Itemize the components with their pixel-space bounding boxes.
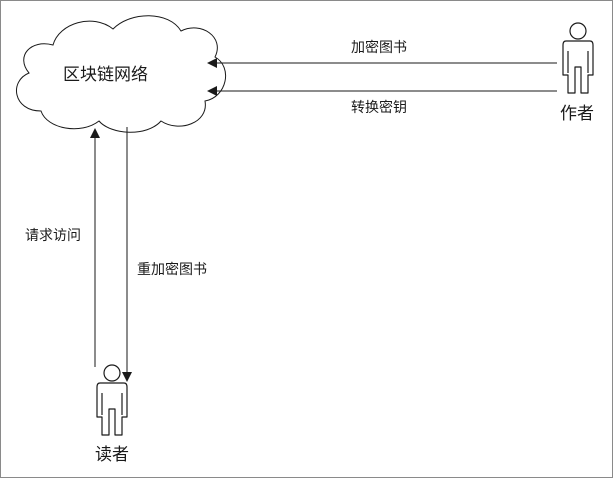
reader-person-icon xyxy=(96,364,128,436)
network-node-label: 区块链网络 xyxy=(63,65,148,85)
edge-label-convert-key: 转换密钥 xyxy=(351,100,407,116)
blockchain-cloud-shape xyxy=(16,15,226,133)
edge-label-encrypt-book: 加密图书 xyxy=(351,40,407,56)
reader-node-label: 读者 xyxy=(95,445,129,465)
edge-label-reencrypt-book: 重加密图书 xyxy=(137,262,207,278)
author-node-label: 作者 xyxy=(560,104,594,124)
edge-label-request-access: 请求访问 xyxy=(25,228,81,244)
author-person-icon xyxy=(562,22,594,94)
